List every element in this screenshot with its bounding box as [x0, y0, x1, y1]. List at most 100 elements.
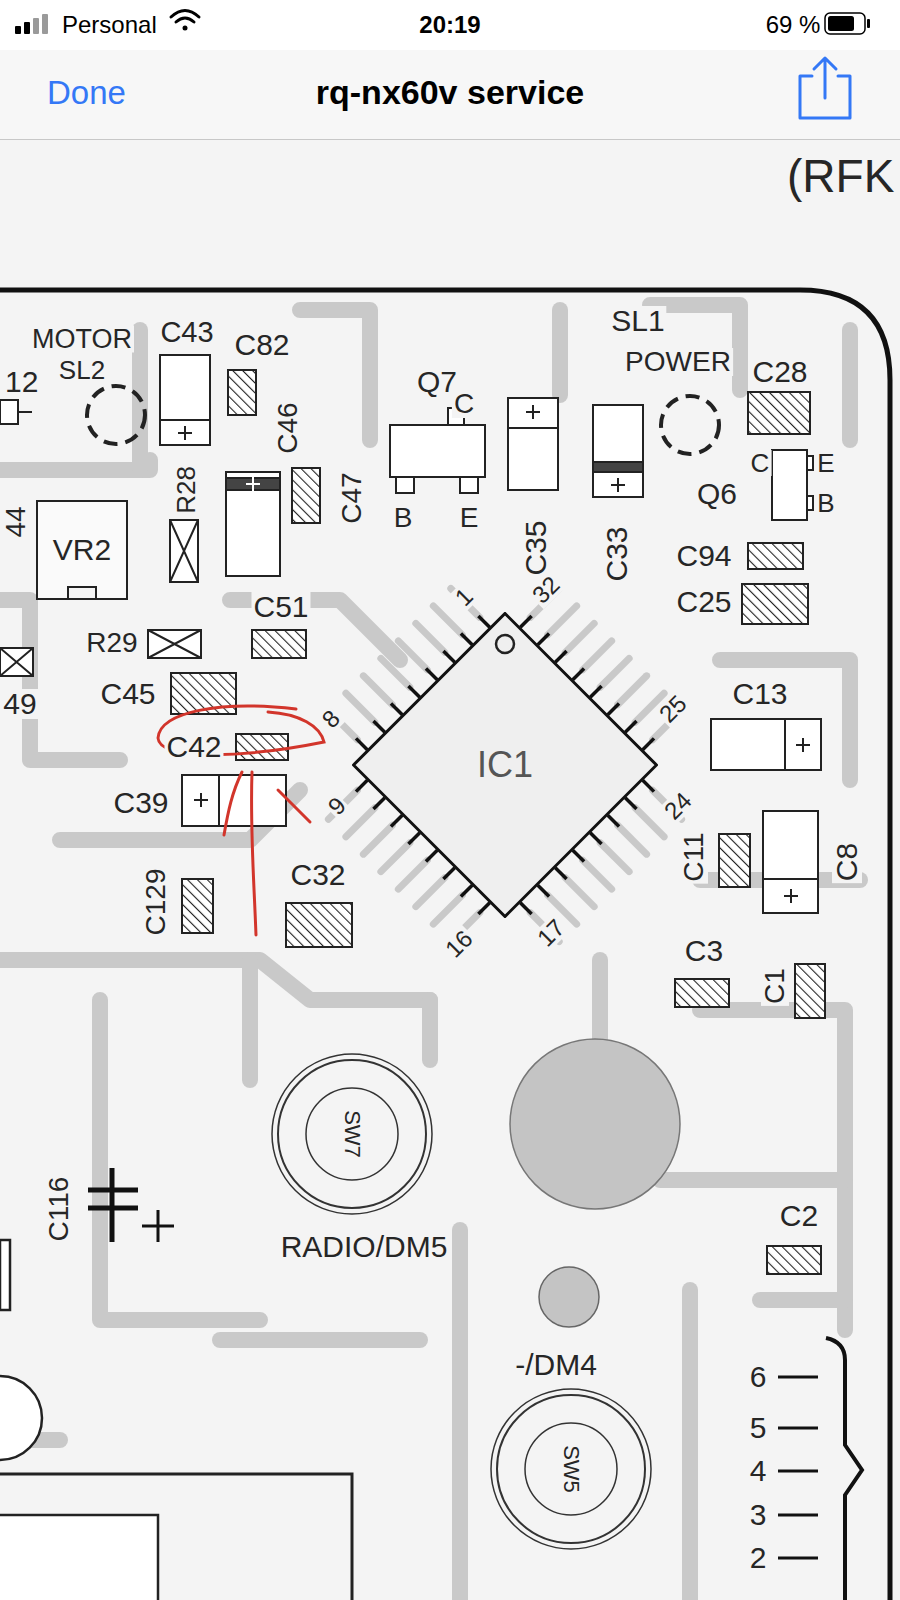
copper-trace	[398, 641, 427, 670]
component-label: SL2	[57, 357, 107, 383]
transistor-lead	[807, 456, 813, 470]
component-label: C116	[45, 1175, 73, 1244]
component-label: B	[815, 490, 836, 516]
chip-capacitor	[719, 834, 750, 887]
coil-lead	[18, 411, 32, 413]
polarity-band	[784, 719, 786, 770]
copper-trace	[583, 641, 612, 670]
ic-pin	[643, 780, 654, 791]
ic-pin	[356, 780, 367, 791]
page-title: rq-nx60v service	[314, 75, 586, 109]
component-label: POWER	[623, 348, 733, 376]
ic-pin	[373, 798, 384, 809]
pin-number: 17	[532, 914, 571, 953]
chip-capacitor	[292, 468, 320, 523]
copper-trace	[635, 808, 664, 837]
status-bar	[0, 0, 900, 50]
switch-label: RADIO/DM5	[279, 1232, 450, 1262]
transistor-lead	[807, 496, 813, 510]
chip-capacitor	[675, 979, 729, 1007]
component-label: C1	[761, 966, 789, 1006]
component-label: C25	[674, 587, 733, 617]
ic-pin	[643, 738, 654, 749]
transistor-lead	[396, 477, 414, 493]
wifi-arc	[176, 18, 194, 22]
component-label: Q6	[695, 479, 739, 509]
wifi-dot	[183, 26, 188, 31]
battery-level	[828, 16, 854, 31]
solder-land	[87, 386, 145, 444]
component-label: E	[815, 450, 836, 476]
signal-bar	[24, 22, 30, 34]
ic-pin	[443, 868, 454, 879]
switch-ring	[497, 1395, 645, 1543]
resistor-cross	[170, 520, 198, 582]
ic-package: IC1	[352, 612, 658, 918]
resistor-cross	[0, 648, 33, 676]
edge-pad	[0, 1240, 10, 1310]
electrolytic-capacitor	[508, 398, 558, 490]
ic-pin	[478, 903, 489, 914]
connector-pins	[778, 1377, 818, 1558]
connector-pin-number: 6	[748, 1362, 769, 1392]
module-outline	[0, 1474, 352, 1600]
large-pad	[510, 1039, 680, 1209]
switch-label: -/DM4	[513, 1350, 599, 1380]
ic-pin	[555, 651, 566, 662]
part-reference: SW5	[560, 1445, 582, 1493]
copper-trace	[416, 623, 445, 652]
copper-traces	[0, 305, 860, 1600]
ic-pin	[608, 815, 619, 826]
battery-percent: 69 %	[764, 13, 823, 37]
copper-trace	[398, 860, 427, 889]
chip-capacitor	[182, 879, 213, 933]
polarity-band	[160, 419, 210, 421]
ic-pin	[426, 850, 437, 861]
copper-trace	[565, 623, 594, 652]
ic-pin	[625, 721, 636, 732]
ic-pin	[538, 633, 549, 644]
copper-trace	[682, 1290, 698, 1600]
component-label: C42	[164, 732, 223, 762]
chip-capacitor	[795, 964, 825, 1018]
copper-trace	[842, 330, 858, 440]
component-label: 49	[1, 689, 38, 719]
copper-trace	[381, 658, 410, 687]
copper-trace	[618, 676, 647, 705]
component-label: 44	[2, 504, 30, 539]
resistor-cross	[148, 630, 201, 658]
annotation-stroke	[224, 772, 242, 835]
component-label: C32	[288, 860, 347, 890]
copper-trace	[422, 1000, 438, 1060]
copper-trace	[552, 310, 568, 395]
ic-pin	[520, 616, 531, 627]
ic-pin	[356, 738, 367, 749]
signal-bar	[42, 14, 48, 34]
battery-case	[825, 13, 865, 34]
edge-hole	[0, 1376, 42, 1460]
copper-trace	[700, 1010, 845, 1330]
tact-switch: SW5	[489, 1387, 653, 1551]
chip-capacitor	[252, 630, 306, 658]
copper-trace	[600, 658, 629, 687]
component-label: C11	[680, 830, 708, 883]
electrolytic-capacitor	[226, 472, 280, 576]
polarity-band	[226, 478, 280, 490]
clock-time: 20:19	[417, 13, 482, 37]
ic-outline	[354, 614, 657, 917]
copper-trace	[0, 960, 430, 1000]
copper-trace	[346, 693, 375, 722]
electrolytic-capacitor	[182, 775, 286, 826]
connector-bracket	[826, 1338, 862, 1600]
signal-icon	[15, 14, 48, 34]
ic-pin	[408, 833, 419, 844]
polarity-band	[763, 878, 818, 880]
annotation-stroke	[251, 772, 256, 935]
trimmer-body	[37, 501, 127, 599]
carrier-name: Personal	[60, 13, 159, 37]
copper-trace	[433, 606, 462, 635]
connector	[778, 1338, 862, 1600]
copper-trace	[583, 860, 612, 889]
ic-pin	[391, 815, 402, 826]
